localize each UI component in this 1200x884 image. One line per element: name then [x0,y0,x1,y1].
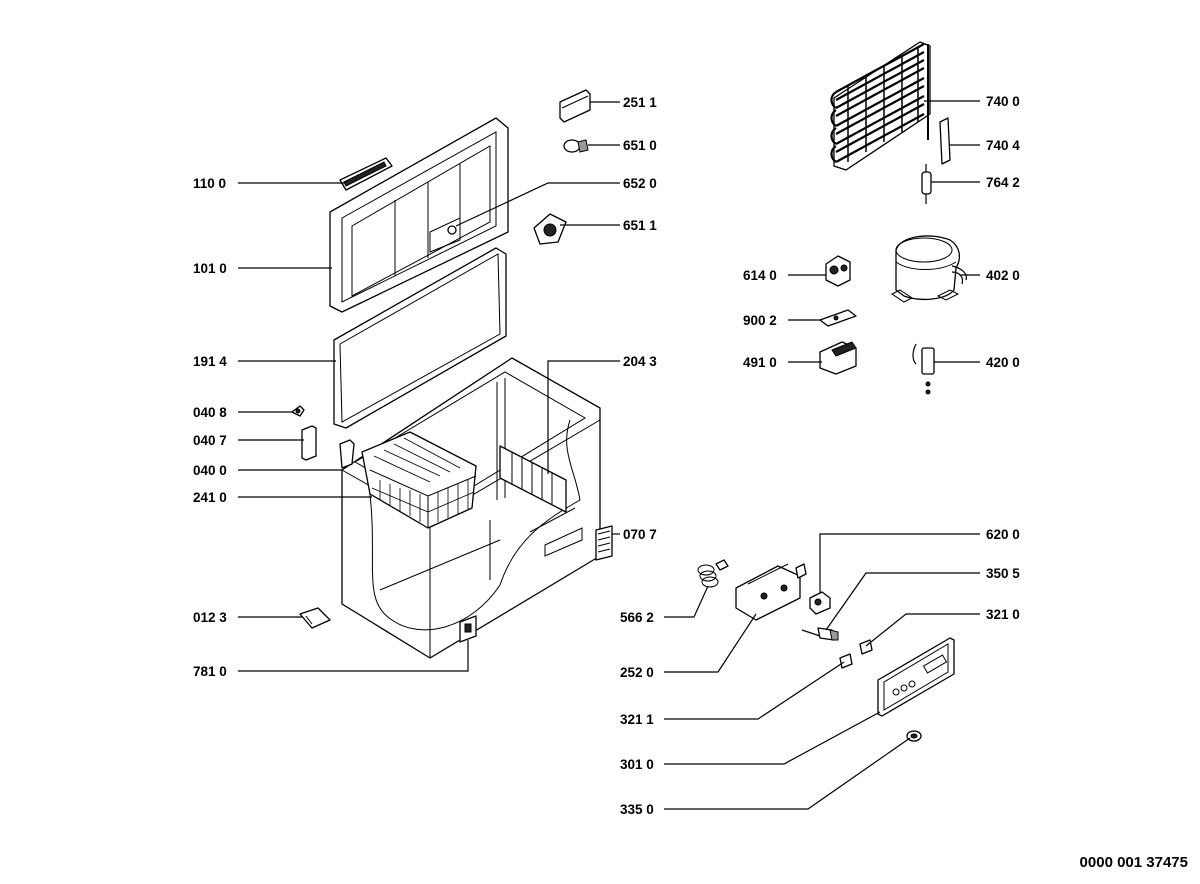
start-relay [825,255,851,287]
wire-basket [361,431,477,529]
lock-bracket [459,615,477,643]
label-651-0: 651 0 [623,138,657,153]
label-321-0: 321 0 [986,607,1020,622]
capacitor [912,343,935,395]
label-301-0: 301 0 [620,757,654,772]
light-cover [559,89,591,123]
retaining-clip [819,309,857,327]
freezer-lid [329,117,509,313]
label-740-0: 740 0 [986,94,1020,109]
label-335-0: 335 0 [620,802,654,817]
label-101-0: 101 0 [193,261,227,276]
lamp-switch-housing [533,213,567,245]
lid-gasket [333,247,507,429]
divider-panel [499,445,567,513]
label-252-0: 252 0 [620,665,654,680]
label-040-0: 040 0 [193,463,227,478]
lid-handle [339,157,393,191]
condenser-coil [830,41,931,171]
label-420-0: 420 0 [986,355,1020,370]
leader-lines [238,100,980,810]
foot-bracket [299,607,331,629]
control-panel [877,637,955,717]
hinge-clip [291,405,305,417]
hinge [339,439,355,469]
label-781-0: 781 0 [193,664,227,679]
thermostat [809,591,831,615]
label-204-3: 204 3 [623,354,657,369]
coil-spring [697,559,729,588]
label-900-2: 900 2 [743,313,777,328]
control-knob [906,730,922,742]
label-040-7: 040 7 [193,433,227,448]
label-566-2: 566 2 [620,610,654,625]
label-251-1: 251 1 [623,95,657,110]
label-620-0: 620 0 [986,527,1020,542]
label-350-5: 350 5 [986,566,1020,581]
lamp-bulb [563,139,589,153]
label-740-4: 740 4 [986,138,1020,153]
vent-grille [595,525,613,561]
label-012-3: 012 3 [193,610,227,625]
filter-drier [921,164,932,204]
label-764-2: 764 2 [986,175,1020,190]
label-402-0: 402 0 [986,268,1020,283]
switch-b [839,653,853,669]
control-housing [735,563,807,621]
label-651-1: 651 1 [623,218,657,233]
label-652-0: 652 0 [623,176,657,191]
label-110-0: 110 0 [193,176,226,191]
document-number: 0000 001 37475 [1080,854,1188,871]
hinge-cover [301,425,317,461]
label-241-0: 241 0 [193,490,227,505]
label-191-4: 191 4 [193,354,227,369]
compressor [891,235,967,303]
label-070-7: 070 7 [623,527,657,542]
label-491-0: 491 0 [743,355,777,370]
label-321-1: 321 1 [620,712,654,727]
coil-bracket [939,117,951,165]
indicator-lamp [801,627,839,641]
label-614-0: 614 0 [743,268,777,283]
label-040-8: 040 8 [193,405,227,420]
relay-cover [819,341,857,375]
